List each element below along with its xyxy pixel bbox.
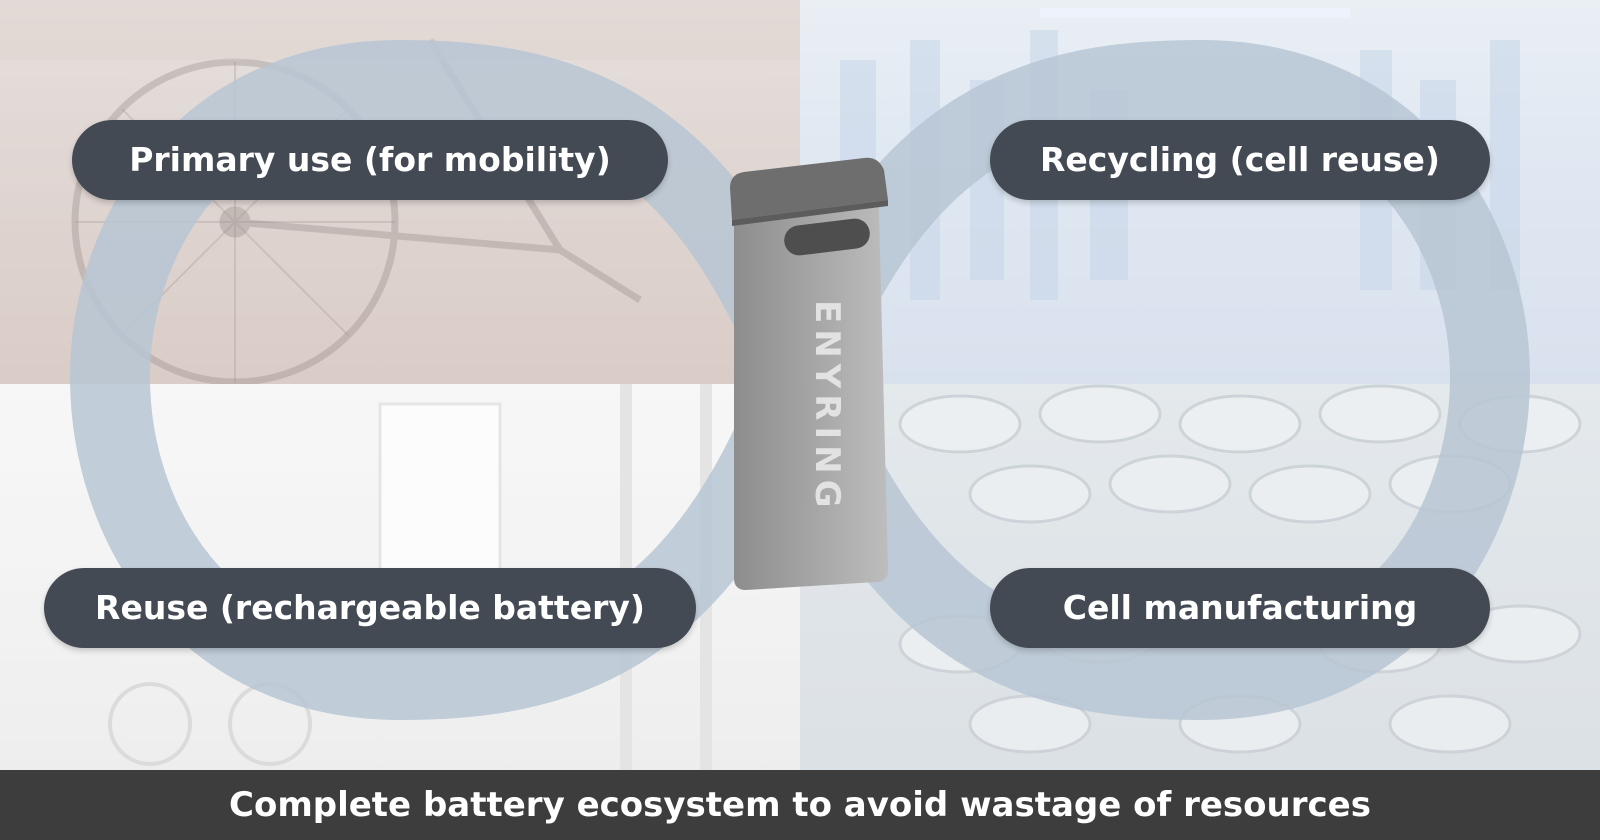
label-recycling: Recycling (cell reuse) <box>990 120 1490 200</box>
battery-brand: ENYRING <box>807 300 847 514</box>
battery-icon: ENYRING <box>730 157 888 590</box>
caption-bar: Complete battery ecosystem to avoid wast… <box>0 770 1600 840</box>
label-cell-manufacturing: Cell manufacturing <box>990 568 1490 648</box>
label-reuse: Reuse (rechargeable battery) <box>44 568 696 648</box>
label-primary-use: Primary use (for mobility) <box>72 120 668 200</box>
